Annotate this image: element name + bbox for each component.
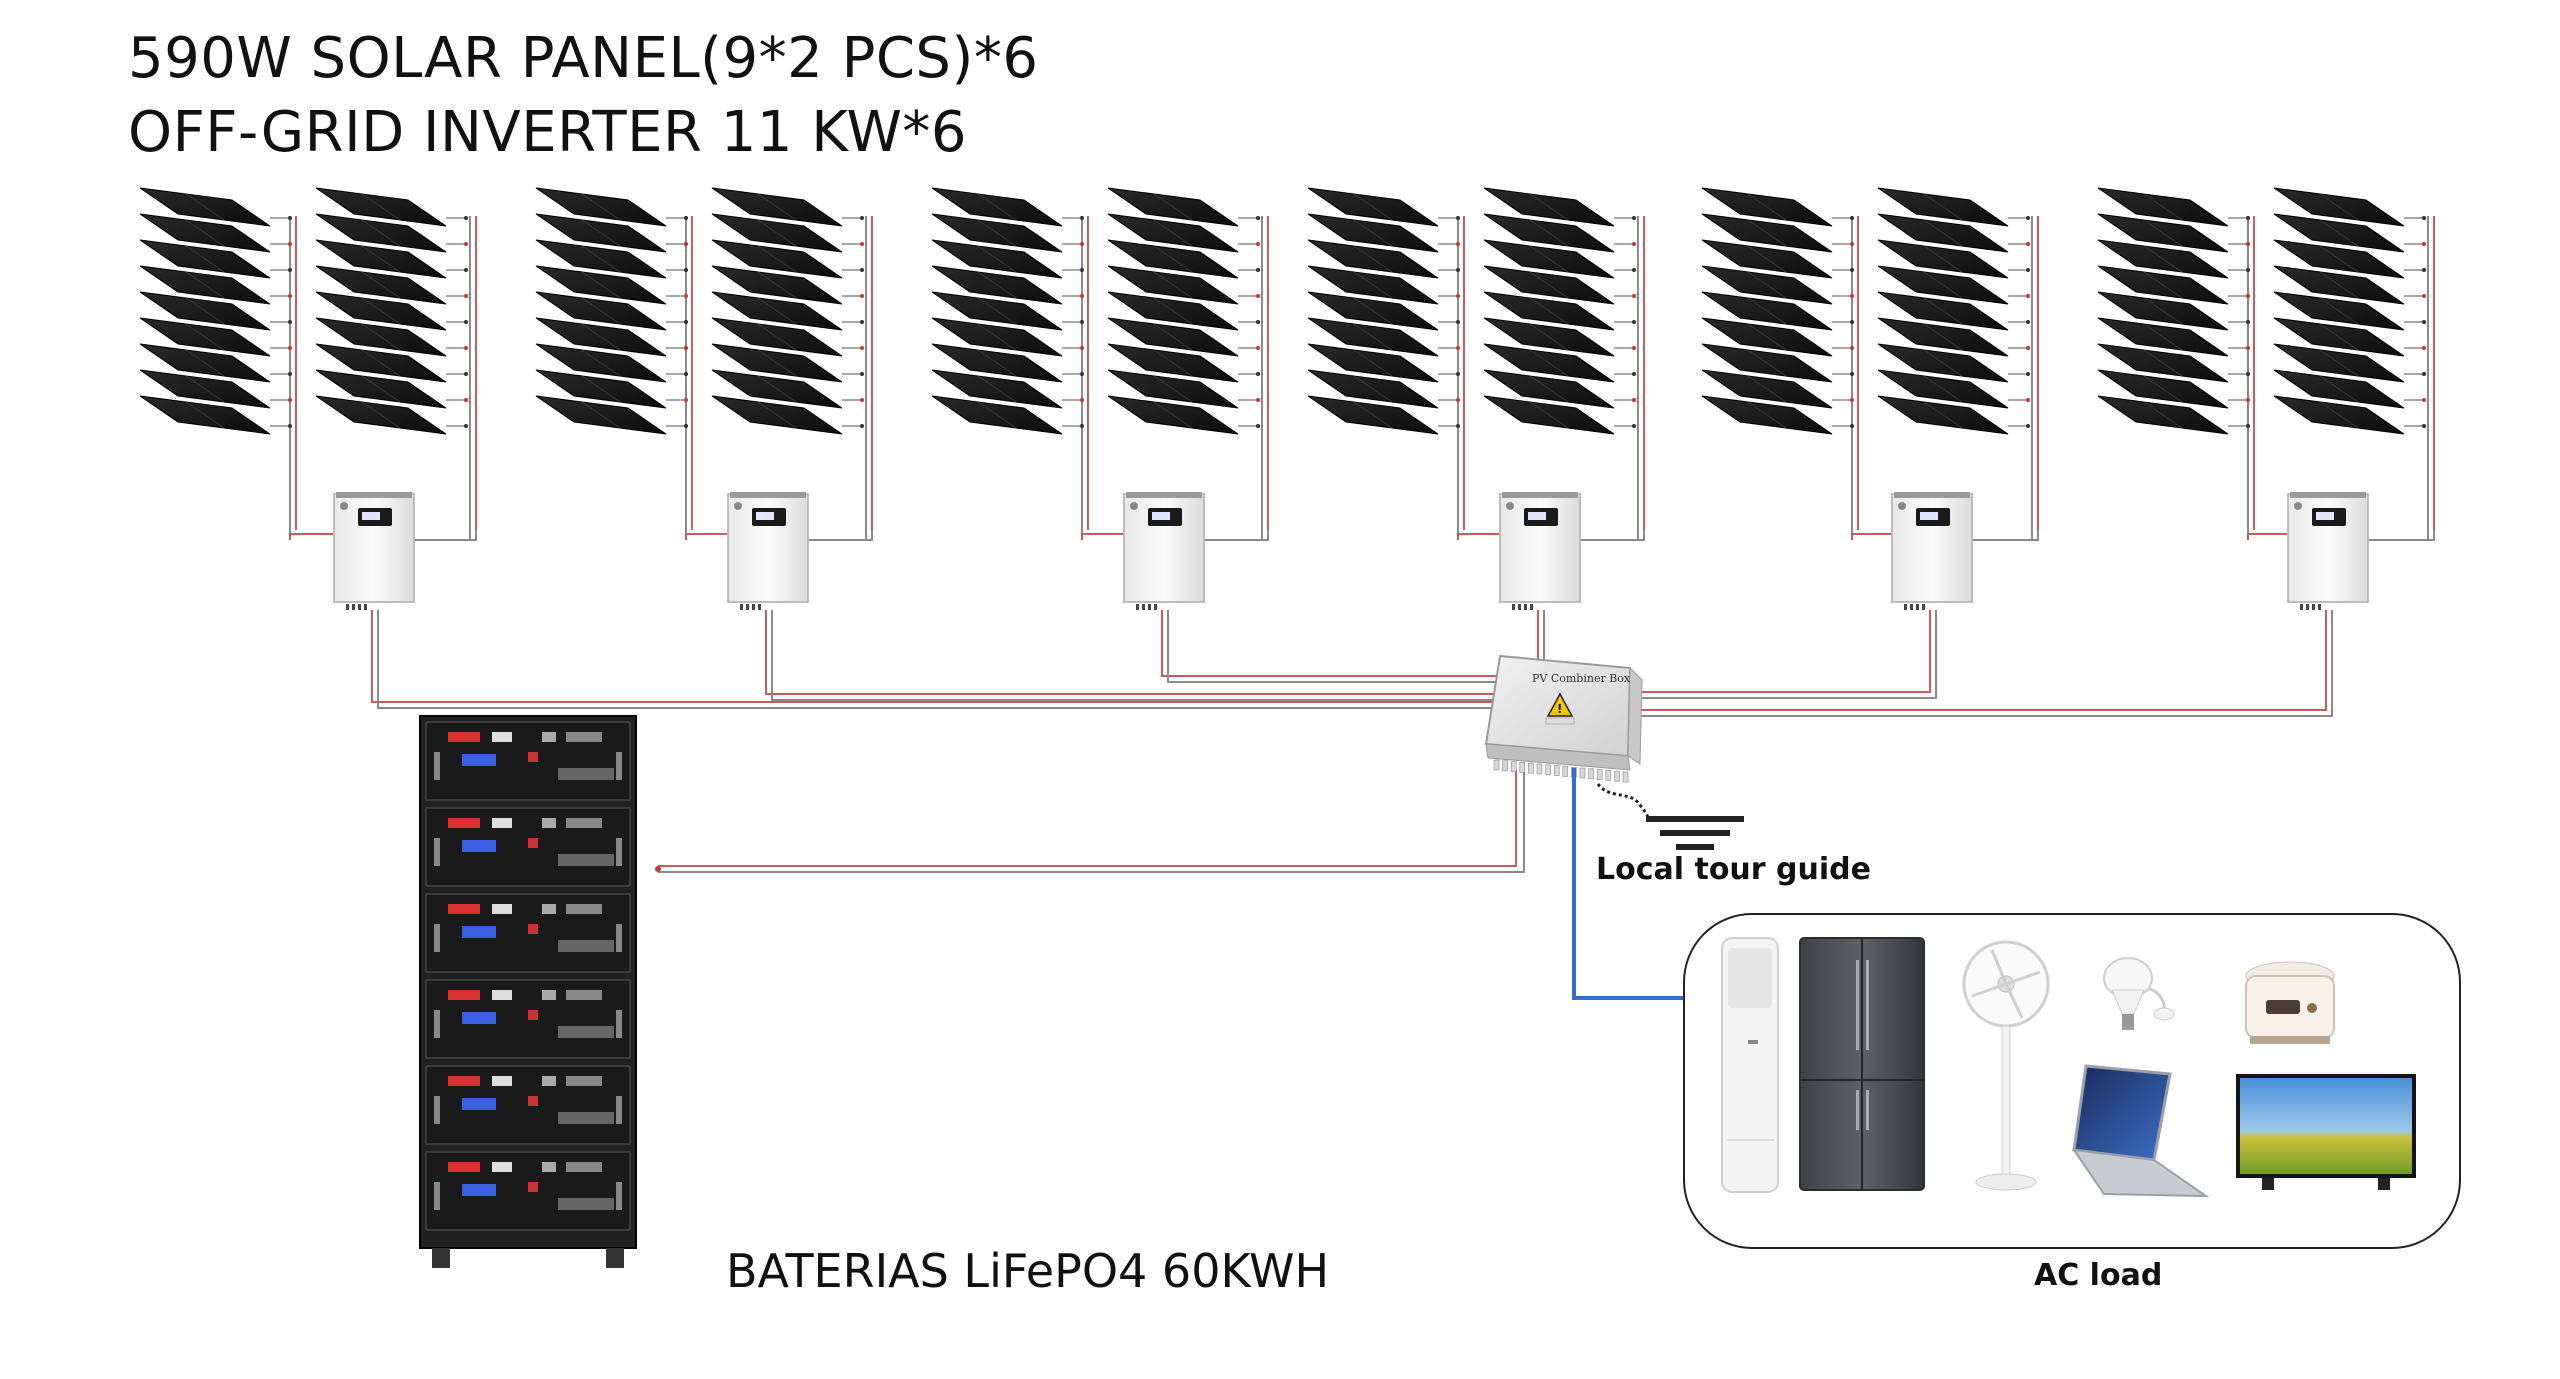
cable-gland xyxy=(1596,769,1603,780)
battery-label: BATERIAS LiFePO4 60KWH xyxy=(726,1244,1330,1298)
solar-group xyxy=(139,187,468,435)
inverter xyxy=(1123,492,1205,610)
battery-display xyxy=(462,840,496,852)
light-bulb-icon xyxy=(2103,957,2175,1030)
ac-load-label: AC load xyxy=(2034,1258,2163,1293)
cable-gland xyxy=(1510,761,1517,772)
ac-bus-wire xyxy=(1500,610,1937,699)
battery-module xyxy=(425,979,631,1059)
solar-group xyxy=(1701,187,2030,435)
inverter-row xyxy=(333,492,2369,610)
warning-icon xyxy=(1546,692,1574,717)
rice-cooker-icon xyxy=(2245,961,2335,1044)
cable-gland xyxy=(1553,765,1560,776)
inverter xyxy=(2287,492,2369,610)
dc-wiring xyxy=(289,216,2435,873)
ac-bus-wire xyxy=(1500,610,1931,693)
battery-module xyxy=(425,893,631,973)
solar-group xyxy=(931,187,1260,435)
cable-gland xyxy=(1622,771,1629,783)
cable-gland xyxy=(1545,764,1551,776)
inverter xyxy=(727,492,809,610)
ac-bus-wire xyxy=(1500,610,2333,717)
pv-combiner-box: PV Combiner Box ! xyxy=(1484,654,1643,771)
battery-module xyxy=(425,807,631,887)
battery-module xyxy=(425,1065,631,1145)
ac-bus-wire xyxy=(1500,610,2327,711)
ac-bus-wire xyxy=(371,610,1500,703)
battery-module xyxy=(425,1151,631,1231)
cable-gland xyxy=(1614,770,1620,782)
solar-group xyxy=(535,187,864,435)
battery-rack xyxy=(419,715,637,1268)
battery-display xyxy=(462,754,496,766)
cable-gland xyxy=(1562,766,1569,777)
cable-gland xyxy=(1579,767,1586,779)
cable-gland xyxy=(1588,768,1594,780)
battery-module xyxy=(425,721,631,801)
rack-wheel xyxy=(432,1248,450,1268)
fan-icon xyxy=(1962,940,2050,1191)
battery-display xyxy=(462,926,496,938)
cable-gland xyxy=(1502,760,1508,772)
warning-mark: ! xyxy=(1557,702,1562,716)
system-title: 590W SOLAR PANEL(9*2 PCS)*6 xyxy=(128,26,1039,91)
combiner-label: PV Combiner Box xyxy=(1532,672,1631,685)
battery-cable xyxy=(658,770,1517,867)
inverter xyxy=(1499,492,1581,610)
cable-gland xyxy=(1528,762,1534,774)
air-conditioner-icon xyxy=(1721,937,1779,1193)
solar-group xyxy=(1307,187,1636,435)
cable-gland xyxy=(1605,770,1612,781)
cable-gland xyxy=(1536,763,1543,775)
laptop-icon xyxy=(2071,1064,2210,1198)
battery-display xyxy=(462,1098,496,1110)
cable-gland xyxy=(1519,762,1526,773)
television-icon xyxy=(2236,1074,2416,1190)
refrigerator-icon xyxy=(1799,937,1925,1191)
solar-panel-array xyxy=(139,187,2426,435)
ground-label: Local tour guide xyxy=(1596,852,1871,887)
cable-gland xyxy=(1493,759,1500,771)
ac-bus-wire xyxy=(765,610,1500,695)
ac-bus-wire xyxy=(1161,610,1500,677)
ac-bus-wire xyxy=(377,610,1500,709)
rack-wheel xyxy=(606,1248,624,1268)
ac-output-line xyxy=(1572,768,1684,1000)
ac-bus-wire xyxy=(1167,610,1500,683)
ac-bus-wire xyxy=(771,610,1500,701)
solar-group xyxy=(2097,187,2426,435)
battery-cable xyxy=(658,772,1525,873)
ground-symbol xyxy=(1596,782,1744,850)
battery-display xyxy=(462,1184,496,1196)
inverter xyxy=(1891,492,1973,610)
system-subtitle: OFF-GRID INVERTER 11 KW*6 xyxy=(128,100,968,165)
inverter xyxy=(333,492,415,610)
battery-display xyxy=(462,1012,496,1024)
